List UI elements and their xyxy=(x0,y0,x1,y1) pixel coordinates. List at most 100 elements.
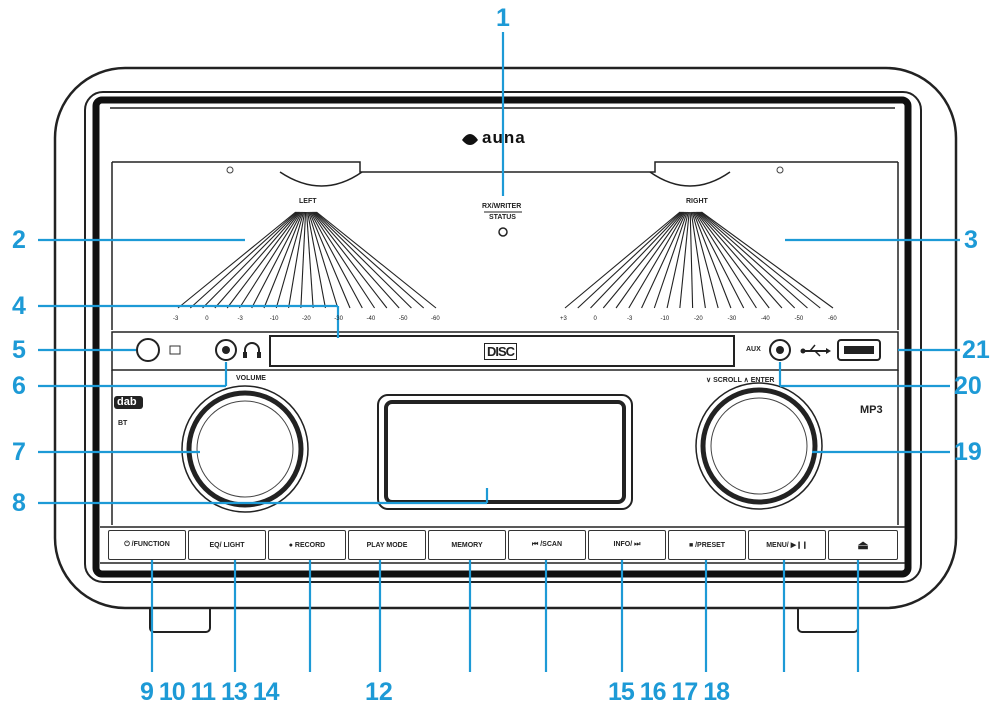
vu-scale-label: 0 xyxy=(205,316,209,322)
callout-bottom-right: 15 16 17 18 xyxy=(608,678,730,706)
vu-scale-label: -40 xyxy=(366,316,376,322)
prev-scan-button[interactable]: ⏮ /SCAN xyxy=(508,530,586,560)
vu-meter-line xyxy=(590,211,683,309)
vu-scale-label: -50 xyxy=(398,316,408,322)
callout-20: 20 xyxy=(954,372,982,400)
callout-4: 4 xyxy=(12,292,26,320)
bt-pair-button xyxy=(136,338,160,362)
vu-meter-line xyxy=(189,211,298,309)
volume-label: VOLUME xyxy=(236,375,266,382)
callout-2: 2 xyxy=(12,226,26,254)
vu-meter-line xyxy=(202,211,299,309)
bt-label: BT xyxy=(118,420,128,427)
scroll-enter-label: ∨ SCROLL ∧ ENTER xyxy=(706,377,775,384)
vu-scale-label: -60 xyxy=(431,316,440,322)
status-line1: RX/WRITER xyxy=(482,203,522,210)
vu-meter-line xyxy=(691,211,719,309)
vu-meter-line xyxy=(177,211,297,309)
vu-scale-label: -3 xyxy=(237,316,243,322)
vu-meter-line xyxy=(311,211,376,309)
status-line2: STATUS xyxy=(489,214,516,221)
vu-meter-line xyxy=(577,211,682,309)
menu-play-button[interactable]: MENU/ ▶❙❙ xyxy=(748,530,826,560)
mp3-label: MP3 xyxy=(860,404,883,416)
vu-meter-line xyxy=(653,211,688,309)
vu-scale-label: -10 xyxy=(269,316,279,322)
vu-meter-line xyxy=(312,211,388,309)
vu-meter-line xyxy=(308,211,339,309)
vu-meter-line xyxy=(615,211,685,309)
record-button[interactable]: ● RECORD xyxy=(268,530,346,560)
info-next-button[interactable]: INFO/ ⏭ xyxy=(588,530,666,560)
stop-preset-button[interactable]: ■ /PRESET xyxy=(668,530,746,560)
callout-7: 7 xyxy=(12,438,26,466)
vu-meter-line xyxy=(314,211,412,309)
callout-1: 1 xyxy=(496,4,510,32)
dab-badge: dab xyxy=(114,396,143,409)
vu-scale-label: -20 xyxy=(302,316,311,322)
brand-logo-text: auna xyxy=(482,128,526,147)
vu-meter-line xyxy=(602,211,684,309)
vu-scale-label: -3 xyxy=(173,316,179,322)
vu-scale-label: -60 xyxy=(828,316,837,322)
ir-window-icon xyxy=(169,345,181,355)
vu-meter-line xyxy=(692,211,732,309)
right-meter-label: RIGHT xyxy=(686,198,708,205)
vu-scale-label: -40 xyxy=(761,316,770,322)
usb-icon xyxy=(800,344,831,357)
vu-meter-line xyxy=(226,211,301,309)
headphone-icon xyxy=(244,342,260,356)
vu-meter-line xyxy=(689,211,694,309)
callout-bottom-mid: 12 xyxy=(365,678,393,706)
vu-meter-line xyxy=(306,211,314,309)
vu-meter-line xyxy=(300,211,307,309)
vu-meter-line xyxy=(238,211,302,309)
vu-meter-line xyxy=(695,211,770,309)
cd-slot xyxy=(269,335,735,367)
vu-meter-line xyxy=(693,211,745,309)
vu-meter-line xyxy=(696,211,783,309)
vu-meter-line xyxy=(310,211,363,309)
aux-label: AUX xyxy=(746,346,761,353)
left-meter-label: LEFT xyxy=(299,198,317,205)
vu-meter-line xyxy=(641,211,687,309)
vu-scale-label: -30 xyxy=(727,316,737,322)
vu-scale-label: -3 xyxy=(627,316,633,322)
callout-6: 6 xyxy=(12,372,26,400)
vu-scale-label: -10 xyxy=(660,316,670,322)
vu-meter-line xyxy=(699,211,808,309)
vu-scale-label: -50 xyxy=(794,316,804,322)
left-vu-meter xyxy=(177,211,437,309)
vu-meter-line xyxy=(251,211,303,309)
disc-logo: DISC xyxy=(484,343,518,360)
vu-meter-line xyxy=(313,211,400,309)
vu-meter-line xyxy=(564,211,681,309)
callout-bottom-left: 9 10 11 13 14 xyxy=(140,678,280,706)
vu-meter-line xyxy=(697,211,796,309)
vu-meter-line xyxy=(288,211,306,309)
vu-meter-line xyxy=(666,211,689,309)
vu-meter-line xyxy=(316,211,437,309)
callout-19: 19 xyxy=(954,438,982,466)
vu-meter-line xyxy=(307,211,326,309)
callout-8: 8 xyxy=(12,489,26,517)
vu-scale-label: 0 xyxy=(593,316,597,322)
vu-scale-label: -20 xyxy=(694,316,703,322)
memory-button[interactable]: MEMORY xyxy=(428,530,506,560)
meter-window xyxy=(112,161,898,173)
function-button[interactable]: ⏻ /FUNCTION xyxy=(108,530,186,560)
callout-leaders xyxy=(38,32,960,672)
vu-meter-line xyxy=(628,211,686,309)
vu-meter-line xyxy=(679,211,690,309)
brand-logo-icon xyxy=(462,134,478,145)
callout-5: 5 xyxy=(12,336,26,364)
eq-light-button[interactable]: EQ/ LIGHT xyxy=(188,530,266,560)
vu-meter-line xyxy=(694,211,757,309)
vu-meter-line xyxy=(309,211,351,309)
vu-scale-label: +3 xyxy=(560,316,567,322)
callout-21: 21 xyxy=(962,336,990,364)
eject-button[interactable]: ⏏ xyxy=(828,530,898,560)
right-vu-meter xyxy=(564,211,834,309)
play-mode-button[interactable]: PLAY MODE xyxy=(348,530,426,560)
